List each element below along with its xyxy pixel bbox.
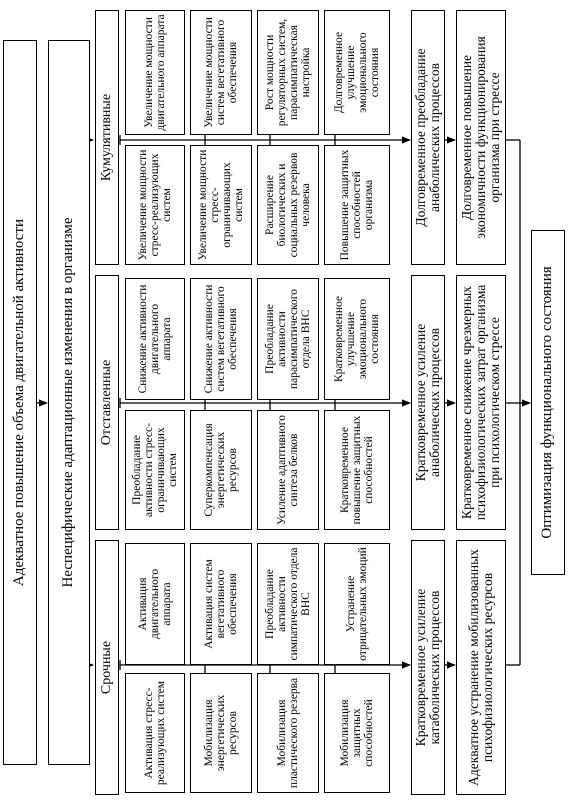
urgent-box-6: Активация систем вегетативного обеспечен…	[190, 543, 252, 665]
result-box: Оптимизация функционального состояния	[531, 230, 565, 575]
root-text: Адекватное повышение объема двигательной…	[11, 218, 28, 587]
cumulative-box-7: Рост мощности регуляторных систем, парас…	[257, 10, 319, 135]
delayed-box-2: Суперкомпенсация энергетических ресурсов	[190, 410, 252, 530]
delayed-box-8: Кратковременное улучшение эмоционального…	[324, 278, 390, 400]
cumulative-box-1: Увеличение мощности стресс-реализующих с…	[125, 145, 185, 265]
cumulative-economy-box: Долговременное повышение экономичности ф…	[456, 10, 506, 265]
urgent-box-1: Активация стресс-реализующих систем	[125, 673, 185, 793]
urgent-mobilization-box: Адекватное устранение мобилизованных пси…	[456, 540, 506, 795]
cumulative-anabolic-box: Долговременное преобладание анаболически…	[411, 10, 445, 265]
cumulative-box-4: Повышение защитных способностей организм…	[324, 145, 390, 265]
delayed-box-6: Снижение активности систем вегетативного…	[190, 278, 252, 400]
group-urgent: Срочные	[95, 540, 119, 795]
group-delayed: Отставленные	[95, 275, 119, 530]
nonspecific-text: Неспецифические адаптационные изменения …	[60, 217, 77, 588]
delayed-box-1: Преобладание активности стресс-ограничив…	[125, 410, 185, 530]
urgent-box-5: Активация двигательного аппарата	[125, 543, 185, 665]
delayed-reduction-box: Кратковременное снижение чрезмерных псих…	[456, 275, 506, 530]
group-cumulative: Кумулятивные	[95, 10, 119, 265]
urgent-catabolic-box: Кратковременное усиление катаболических …	[411, 540, 445, 795]
delayed-anabolic-box: Кратковременное усиление анаболических п…	[411, 275, 445, 530]
nonspecific-box: Неспецифические адаптационные изменения …	[48, 40, 90, 765]
delayed-box-4: Кратковременное повышение защитных спосо…	[324, 410, 390, 530]
delayed-box-3: Усиление адаптивного синтеза белков	[257, 410, 319, 530]
urgent-box-3: Мобилизация пластического резерва	[257, 673, 319, 793]
cumulative-box-3: Расширение биологических и социальных ре…	[257, 145, 319, 265]
cumulative-box-5: Увеличение мощности двигательного аппара…	[125, 10, 185, 135]
urgent-box-8: Устранение отрицательных эмоций	[324, 543, 390, 665]
cumulative-box-8: Долговременное улучшение эмоционального …	[324, 10, 390, 135]
urgent-box-7: Преобладание активности симпатического о…	[257, 543, 319, 665]
cumulative-box-6: Увеличение мощности систем вегетативного…	[190, 10, 252, 135]
cumulative-box-2: Увеличение мощности стресс-ограничивающи…	[190, 145, 252, 265]
delayed-box-7: Преобладание активности парасимпатическо…	[257, 278, 319, 400]
root-box: Адекватное повышение объема двигательной…	[3, 40, 37, 765]
urgent-box-2: Мобилизация энергетических ресурсов	[190, 673, 252, 793]
urgent-box-4: Мобилизация защитных способностей	[324, 673, 390, 793]
delayed-box-5: Снижение активности двигательного аппара…	[125, 278, 185, 400]
